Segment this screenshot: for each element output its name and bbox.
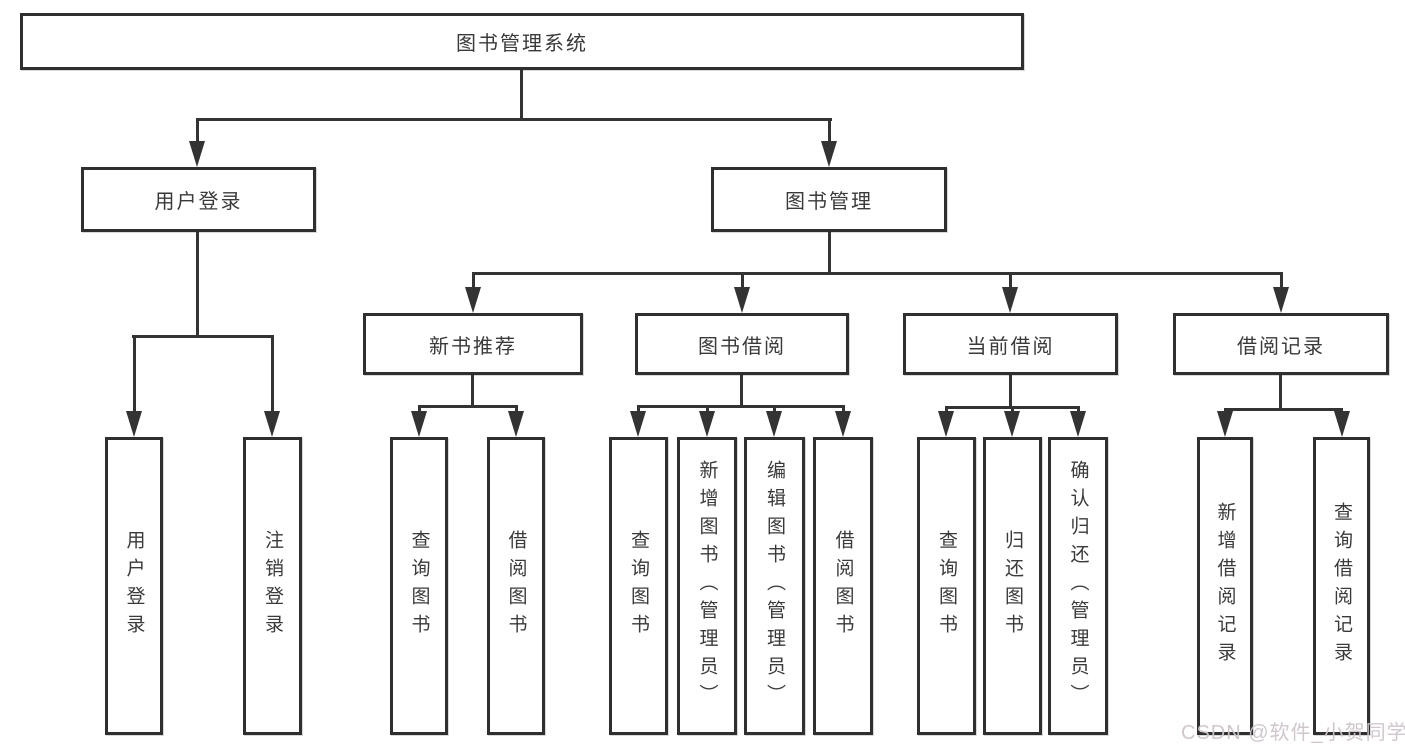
node-new-book-recommendation: 新书推荐 bbox=[363, 313, 583, 375]
leaf-label: 查询借阅记录 bbox=[1331, 502, 1352, 670]
connector-stem bbox=[196, 232, 199, 338]
connector-stem bbox=[1280, 272, 1283, 290]
leaf-label: 编辑图书（管理员） bbox=[764, 460, 785, 712]
arrow-down-icon bbox=[734, 287, 750, 313]
connector-stem bbox=[1009, 375, 1012, 408]
csdn-watermark: CSDN @软件_小贺同学 bbox=[1181, 722, 1405, 744]
node-library-system: 图书管理系统 bbox=[20, 13, 1024, 70]
connector-stem bbox=[842, 405, 845, 415]
leaf-label: 借阅图书 bbox=[832, 530, 854, 642]
connector-stem bbox=[418, 405, 421, 415]
arrow-down-icon bbox=[1002, 287, 1018, 313]
arrow-down-icon bbox=[766, 411, 782, 437]
arrow-down-icon bbox=[835, 411, 851, 437]
connector-stem bbox=[515, 405, 518, 415]
connector-stem bbox=[1077, 406, 1080, 415]
connector-stem bbox=[196, 118, 199, 144]
connector-stem bbox=[1009, 272, 1012, 290]
connector-stem bbox=[637, 405, 640, 415]
node-book-borrowing: 图书借阅 bbox=[635, 313, 849, 375]
node-borrowing-records: 借阅记录 bbox=[1173, 313, 1389, 375]
leaf-add-book-admin: 新增图书（管理员） bbox=[677, 437, 737, 735]
arrow-down-icon bbox=[465, 287, 481, 313]
node-label: 图书借阅 bbox=[698, 335, 786, 358]
leaf-query-books-recommend: 查询图书 bbox=[390, 437, 448, 735]
connector-stem bbox=[271, 335, 274, 413]
leaf-label: 用户登录 bbox=[123, 530, 145, 642]
connector-stem bbox=[1279, 375, 1282, 410]
leaf-label: 确认归还（管理员） bbox=[1067, 460, 1089, 712]
connector-root-stem bbox=[520, 70, 523, 118]
arrow-down-icon bbox=[1217, 411, 1233, 437]
leaf-label: 查询图书 bbox=[628, 530, 649, 642]
node-book-management: 图书管理 bbox=[711, 167, 947, 232]
node-current-borrowing: 当前借阅 bbox=[903, 313, 1118, 375]
connector-level3-rail bbox=[472, 272, 1283, 275]
connector-stem bbox=[741, 272, 744, 290]
arrow-down-icon bbox=[1273, 287, 1289, 313]
leaf-confirm-return-admin: 确认归还（管理员） bbox=[1048, 437, 1108, 735]
leaf-label: 查询图书 bbox=[936, 530, 957, 642]
leaf-borrow-books: 借阅图书 bbox=[813, 437, 873, 735]
node-label: 当前借阅 bbox=[966, 335, 1055, 358]
connector-stem bbox=[471, 375, 474, 407]
leaf-query-borrow-record: 查询借阅记录 bbox=[1313, 437, 1370, 735]
arrow-down-icon bbox=[189, 141, 205, 167]
connector-level2-rail bbox=[196, 118, 832, 121]
connector-stem bbox=[945, 406, 948, 415]
leaf-user-login: 用户登录 bbox=[105, 437, 163, 735]
node-label: 新书推荐 bbox=[429, 335, 517, 358]
leaf-return-books: 归还图书 bbox=[983, 437, 1042, 735]
node-label: 用户登录 bbox=[154, 191, 243, 213]
leaf-label: 注销登录 bbox=[262, 530, 283, 642]
leaf-edit-book-admin: 编辑图书（管理员） bbox=[744, 437, 805, 735]
connector-stem bbox=[472, 272, 475, 290]
leaf-label: 借阅图书 bbox=[505, 530, 527, 642]
node-label: 借阅记录 bbox=[1237, 335, 1325, 358]
arrow-down-icon bbox=[1334, 411, 1350, 437]
arrow-down-icon bbox=[1004, 411, 1020, 437]
arrow-down-icon bbox=[938, 411, 954, 437]
arrow-down-icon bbox=[1070, 411, 1086, 437]
arrow-down-icon bbox=[411, 411, 427, 437]
leaf-logout: 注销登录 bbox=[243, 437, 302, 735]
leaf-label: 查询图书 bbox=[408, 530, 430, 642]
leaf-add-borrow-record: 新增借阅记录 bbox=[1197, 437, 1253, 735]
leaf-label: 新增借阅记录 bbox=[1214, 502, 1236, 670]
connector-stem bbox=[740, 375, 743, 407]
connector-rail bbox=[637, 405, 845, 408]
connector-rail bbox=[1224, 408, 1343, 411]
connector-stem bbox=[133, 335, 136, 413]
connector-stem bbox=[773, 405, 776, 415]
leaf-query-books-borrowing: 查询图书 bbox=[609, 437, 668, 735]
node-label: 图书管理系统 bbox=[456, 33, 588, 55]
leaf-borrow-books-recommend: 借阅图书 bbox=[487, 437, 545, 735]
arrow-down-icon bbox=[630, 411, 646, 437]
connector-stem bbox=[828, 118, 831, 144]
leaf-label: 归还图书 bbox=[1002, 530, 1023, 642]
connector-stem bbox=[706, 405, 709, 415]
leaf-query-books-current: 查询图书 bbox=[917, 437, 976, 735]
arrow-down-icon bbox=[699, 411, 715, 437]
connector-stem bbox=[1011, 406, 1014, 415]
arrow-down-icon bbox=[508, 411, 524, 437]
arrow-down-icon bbox=[126, 411, 142, 437]
arrow-down-icon bbox=[821, 141, 837, 167]
connector-rail bbox=[132, 335, 274, 338]
connector-stem bbox=[828, 232, 831, 274]
node-user-login: 用户登录 bbox=[81, 167, 316, 232]
node-label: 图书管理 bbox=[785, 191, 873, 213]
connector-rail bbox=[418, 405, 518, 408]
leaf-label: 新增图书（管理员） bbox=[696, 460, 718, 712]
arrow-down-icon bbox=[264, 411, 280, 437]
